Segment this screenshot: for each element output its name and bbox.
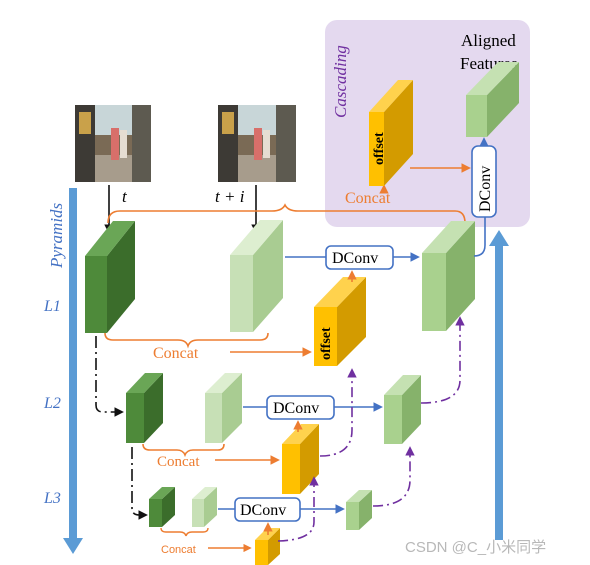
level-label-l2: L2 — [43, 395, 61, 412]
watermark: CSDN @C_小米同学 — [405, 539, 546, 556]
aligned-features-label-line1: Aligned — [461, 31, 516, 50]
bracket-concat-l2 — [142, 443, 225, 458]
concat-label-l1: Concat — [153, 345, 199, 362]
downsample-l2-to-l3 — [131, 447, 148, 520]
cube-l2-t — [126, 373, 163, 443]
downsample-l1-to-l2 — [95, 336, 124, 417]
dconv-box-l3 — [234, 497, 301, 522]
cube-cascade-offset — [369, 80, 413, 186]
right-axis-arrowhead — [489, 230, 509, 246]
frame-image-t-plus-i — [218, 105, 296, 182]
dconv-label-l1: DConv — [332, 250, 378, 267]
dconv-label-l2: DConv — [273, 400, 319, 417]
cube-l2-t-plus-i — [205, 373, 242, 443]
offset-label-cascade: offset — [372, 132, 387, 165]
cascading-label: Cascading — [331, 45, 350, 118]
cube-l1-aligned — [422, 221, 475, 331]
cube-l3-aligned — [346, 490, 372, 530]
cube-l1-t — [85, 221, 135, 333]
cube-l3-t — [149, 487, 175, 527]
right-axis-bar — [495, 245, 503, 540]
frame-label-t-plus-i: t + i — [215, 187, 245, 206]
dconv-label-cascade: DConv — [477, 166, 494, 212]
cube-l1-t-plus-i — [230, 220, 283, 332]
concat-label-l2: Concat — [157, 454, 200, 470]
concat-label-cascade: Concat — [345, 190, 391, 207]
concat-label-l3: Concat — [161, 544, 196, 556]
dconv-box-l2 — [266, 395, 335, 420]
frame-label-t: t — [122, 187, 128, 206]
upsample-l2-aligned-to-l1-aligned — [420, 316, 465, 404]
bracket-concat-l3 — [160, 527, 209, 537]
cube-l2-aligned — [384, 375, 421, 444]
cube-cascade-aligned — [466, 62, 519, 137]
pyramid-axis-bar — [69, 188, 77, 538]
bracket-concat-l1 — [104, 332, 269, 349]
pyramid-axis-arrowhead — [63, 538, 83, 554]
frame-image-t — [75, 105, 151, 182]
flow-l1-aligned-to-cascade-dconv — [473, 217, 486, 257]
cube-l3-t-plus-i — [192, 487, 217, 527]
upsample-l3-aligned-to-l2-aligned — [372, 446, 415, 507]
offset-label-l1: offset — [319, 327, 334, 360]
dconv-label-l3: DConv — [240, 502, 286, 519]
level-label-l3: L3 — [43, 490, 61, 507]
level-label-l1: L1 — [43, 298, 61, 315]
cube-l1-offset — [314, 277, 366, 366]
upsample-l2-offset-to-l1-offset — [319, 368, 357, 457]
dconv-box-l1 — [325, 245, 394, 270]
pyramids-label: Pyramids — [47, 202, 66, 269]
bracket-cascade-concat — [107, 203, 466, 224]
upsample-l3-offset-to-l2-offset — [277, 476, 319, 542]
